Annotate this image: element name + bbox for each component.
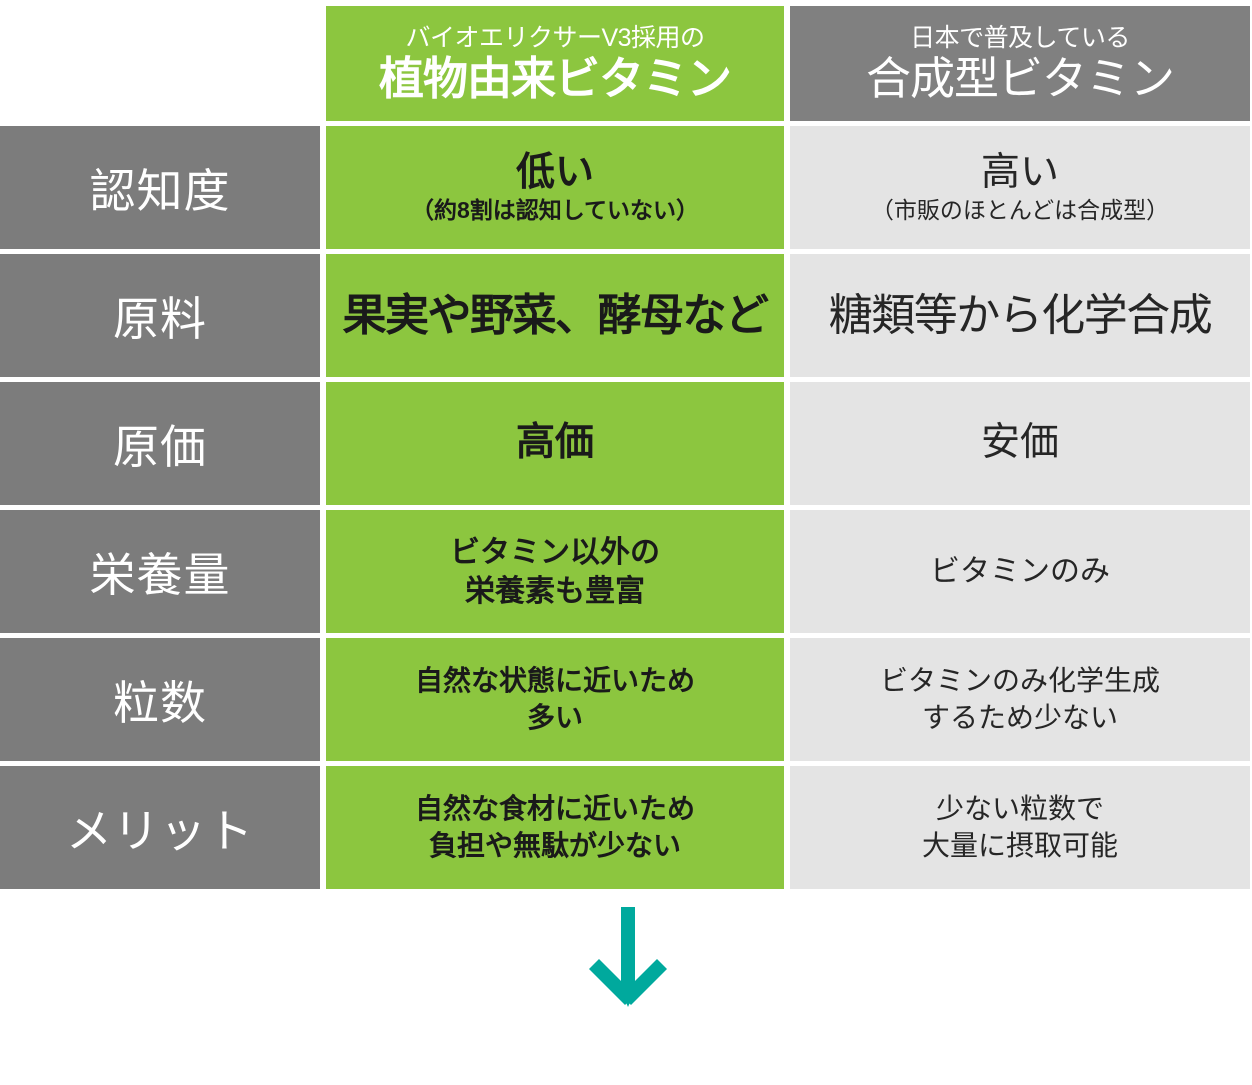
column-header-plant-title: 植物由来ビタミン bbox=[378, 52, 732, 104]
column-header-plant-subtitle: バイオエリクサーV3採用の bbox=[405, 24, 705, 53]
cell-synthetic-awareness: 高い （市販のほとんどは合成型） bbox=[790, 126, 1250, 249]
cell-plant-tablet-count-main: 自然な状態に近いため多い bbox=[414, 664, 695, 733]
cell-synthetic-raw-material: 糖類等から化学合成 bbox=[790, 254, 1250, 377]
row-label-merit: メリット bbox=[0, 766, 320, 889]
cell-plant-awareness: 低い （約8割は認知していない） bbox=[326, 126, 784, 249]
column-header-plant-vitamin: バイオエリクサーV3採用の 植物由来ビタミン bbox=[326, 6, 784, 121]
column-header-synthetic-subtitle: 日本で普及している bbox=[910, 24, 1130, 53]
column-header-synthetic-title: 合成型ビタミン bbox=[865, 52, 1175, 104]
cell-plant-awareness-main: 低い bbox=[515, 151, 594, 195]
row-label-nutrition: 栄養量 bbox=[0, 510, 320, 633]
arrow-section bbox=[0, 889, 1252, 1085]
cell-plant-merit: 自然な食材に近いため負担や無駄が少ない bbox=[326, 766, 784, 889]
cell-plant-tablet-count: 自然な状態に近いため多い bbox=[326, 638, 784, 761]
comparison-grid: バイオエリクサーV3採用の 植物由来ビタミン 日本で普及している 合成型ビタミン… bbox=[0, 6, 1250, 889]
cell-plant-nutrition: ビタミン以外の栄養素も豊富 bbox=[326, 510, 784, 633]
cell-synthetic-cost: 安価 bbox=[790, 382, 1250, 505]
column-header-synthetic-vitamin: 日本で普及している 合成型ビタミン bbox=[790, 6, 1250, 121]
cell-synthetic-cost-main: 安価 bbox=[980, 421, 1059, 465]
row-label-cost: 原価 bbox=[0, 382, 320, 505]
cell-plant-merit-main: 自然な食材に近いため負担や無駄が少ない bbox=[414, 792, 695, 861]
cell-plant-cost-main: 高価 bbox=[515, 421, 594, 465]
cell-synthetic-merit: 少ない粒数で大量に摂取可能 bbox=[790, 766, 1250, 889]
cell-synthetic-raw-material-main: 糖類等から化学合成 bbox=[828, 290, 1213, 340]
header-corner-spacer bbox=[0, 6, 320, 121]
row-label-tablet-count: 粒数 bbox=[0, 638, 320, 761]
cell-synthetic-tablet-count-main: ビタミンのみ化学生成するため少ない bbox=[879, 664, 1160, 733]
cell-plant-cost: 高価 bbox=[326, 382, 784, 505]
row-label-awareness: 認知度 bbox=[0, 126, 320, 249]
cell-plant-raw-material-main: 果実や野菜、酵母など bbox=[342, 290, 770, 340]
cell-plant-nutrition-main: ビタミン以外の栄養素も豊富 bbox=[450, 535, 660, 608]
cell-synthetic-nutrition-main: ビタミンのみ bbox=[930, 555, 1110, 588]
cell-synthetic-awareness-main: 高い bbox=[980, 151, 1059, 195]
cell-synthetic-tablet-count: ビタミンのみ化学生成するため少ない bbox=[790, 638, 1250, 761]
down-arrow-icon bbox=[589, 907, 667, 1007]
cell-plant-awareness-sub: （約8割は認知していない） bbox=[410, 197, 700, 224]
cell-plant-raw-material: 果実や野菜、酵母など bbox=[326, 254, 784, 377]
cell-synthetic-nutrition: ビタミンのみ bbox=[790, 510, 1250, 633]
cell-synthetic-merit-main: 少ない粒数で大量に摂取可能 bbox=[921, 792, 1118, 861]
cell-synthetic-awareness-sub: （市販のほとんどは合成型） bbox=[870, 197, 1170, 224]
row-label-raw-material: 原料 bbox=[0, 254, 320, 377]
